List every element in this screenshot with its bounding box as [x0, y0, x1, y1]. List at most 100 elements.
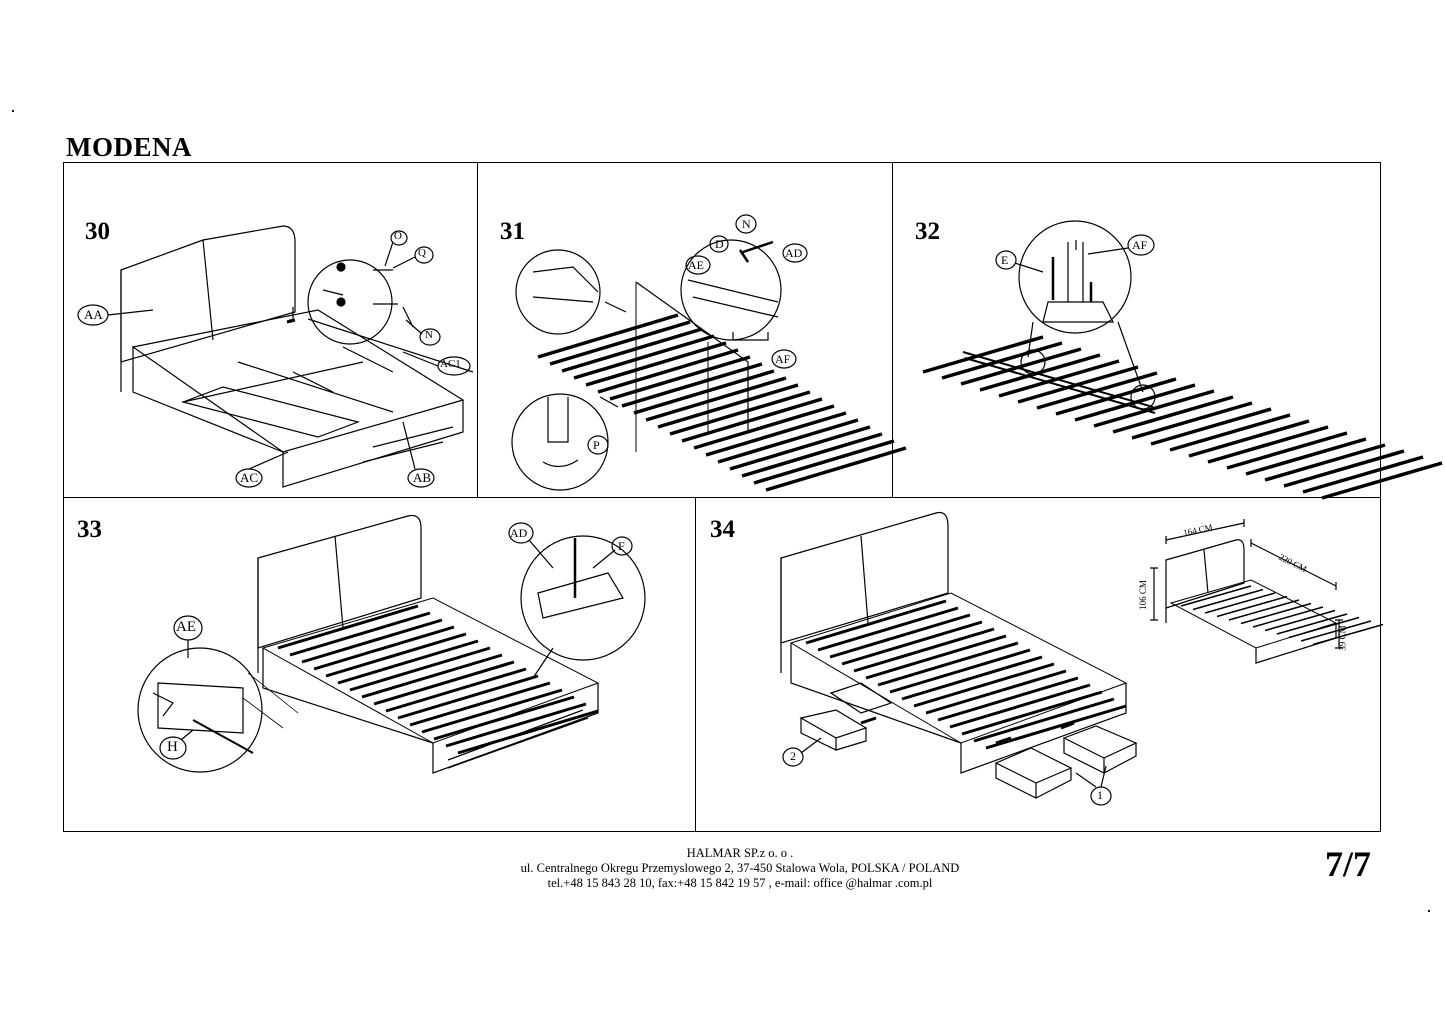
part-label-AC: AC: [240, 470, 259, 485]
slat: [877, 641, 1019, 687]
slat: [277, 604, 419, 650]
slat: [1180, 585, 1252, 607]
slat: [1207, 425, 1329, 464]
slat: [973, 697, 1115, 743]
slat: [1131, 401, 1253, 440]
slat: [409, 681, 551, 727]
part-label-AF: AF: [1132, 238, 1148, 252]
slat: [1204, 592, 1276, 614]
step-number: 32: [915, 218, 940, 245]
slat: [289, 611, 431, 657]
step-34-illustration: [780, 511, 1384, 806]
slat: [1228, 599, 1300, 621]
slat: [1240, 602, 1312, 625]
slat: [1188, 419, 1310, 458]
slat: [561, 327, 703, 373]
slat: [865, 634, 1007, 680]
slat: [1252, 606, 1324, 628]
slat: [1321, 461, 1443, 500]
slat: [979, 353, 1101, 392]
slat: [657, 383, 799, 429]
slat: [1264, 609, 1336, 632]
slat: [549, 320, 691, 366]
slat: [1312, 623, 1384, 646]
slat: [1288, 616, 1360, 639]
slat: [841, 620, 983, 666]
slat: [445, 702, 587, 748]
slat: [729, 425, 871, 471]
slat: [397, 674, 539, 720]
part-label-D: D: [715, 237, 724, 251]
slat: [1276, 613, 1348, 635]
slat: [645, 376, 787, 422]
step-number: 31: [500, 218, 525, 245]
company-contact: tel.+48 15 843 28 10, fax:+48 15 842 19 …: [547, 876, 933, 890]
step-31-panel: 31 N D AE AD AF P: [478, 162, 907, 497]
company-name: HALMAR SP.z o. o .: [686, 846, 794, 860]
slat: [301, 618, 443, 664]
slat: [753, 439, 895, 485]
part-label-F: F: [618, 539, 625, 553]
slat: [960, 347, 1082, 386]
slat: [913, 662, 1055, 708]
part-label-AE: AE: [688, 258, 704, 272]
slat: [922, 335, 1044, 374]
part-label-P: P: [593, 438, 600, 452]
slat: [433, 695, 575, 741]
step-number: 33: [77, 516, 102, 543]
slat: [1150, 407, 1272, 446]
slat: [805, 599, 947, 645]
step-34-panel: 34 2 1 164 CM 220 CM 106 CM 39 CM: [696, 498, 1384, 832]
document-title: MODENA: [66, 132, 192, 162]
slat: [1192, 588, 1264, 611]
slat: [1112, 395, 1234, 434]
step-33-illustration: [137, 514, 646, 774]
step-32-panel: 32 E AF: [893, 162, 1443, 500]
part-label-AD: AD: [785, 246, 803, 260]
slat: [717, 418, 859, 464]
step-number: 30: [85, 218, 110, 245]
slat: [1093, 389, 1215, 428]
slat: [313, 625, 455, 671]
slat: [829, 613, 971, 659]
column-divider: [477, 162, 478, 497]
slat: [597, 348, 739, 394]
slat: [925, 669, 1067, 715]
part-label-AB: AB: [413, 470, 432, 485]
step-30-illustration: [77, 225, 474, 488]
slat: [1226, 431, 1348, 470]
page-number: 7/7: [1325, 844, 1372, 884]
drawer-label-2: 2: [790, 749, 796, 763]
part-label-N: N: [425, 329, 433, 341]
slat: [941, 341, 1063, 380]
slat: [573, 334, 715, 380]
part-label-H: H: [167, 739, 178, 755]
scan-speck: [1428, 910, 1430, 912]
slat: [325, 632, 467, 678]
slat: [421, 688, 563, 734]
slat: [621, 362, 763, 408]
column-divider: [892, 162, 893, 497]
slat: [741, 432, 883, 478]
slat: [337, 639, 479, 685]
slat: [1169, 413, 1291, 452]
step-30-panel: 30 AA AC AB AC1 O Q N: [63, 162, 477, 497]
slat: [985, 704, 1127, 750]
slat: [705, 411, 847, 457]
slat: [998, 359, 1120, 398]
slat: [765, 446, 907, 492]
part-label-AE: AE: [176, 619, 196, 635]
slat: [385, 667, 527, 713]
slat: [1300, 620, 1372, 642]
slat: [1283, 449, 1405, 488]
part-label-Q: Q: [418, 247, 426, 259]
part-label-O: O: [394, 230, 402, 242]
slat: [949, 683, 1091, 729]
part-label-E: E: [1001, 253, 1009, 267]
slat: [361, 653, 503, 699]
part-label-AF: AF: [775, 352, 791, 366]
part-label-N: N: [742, 217, 751, 231]
row-divider: [63, 497, 1381, 498]
scan-speck: [12, 110, 14, 112]
slat: [585, 341, 727, 387]
